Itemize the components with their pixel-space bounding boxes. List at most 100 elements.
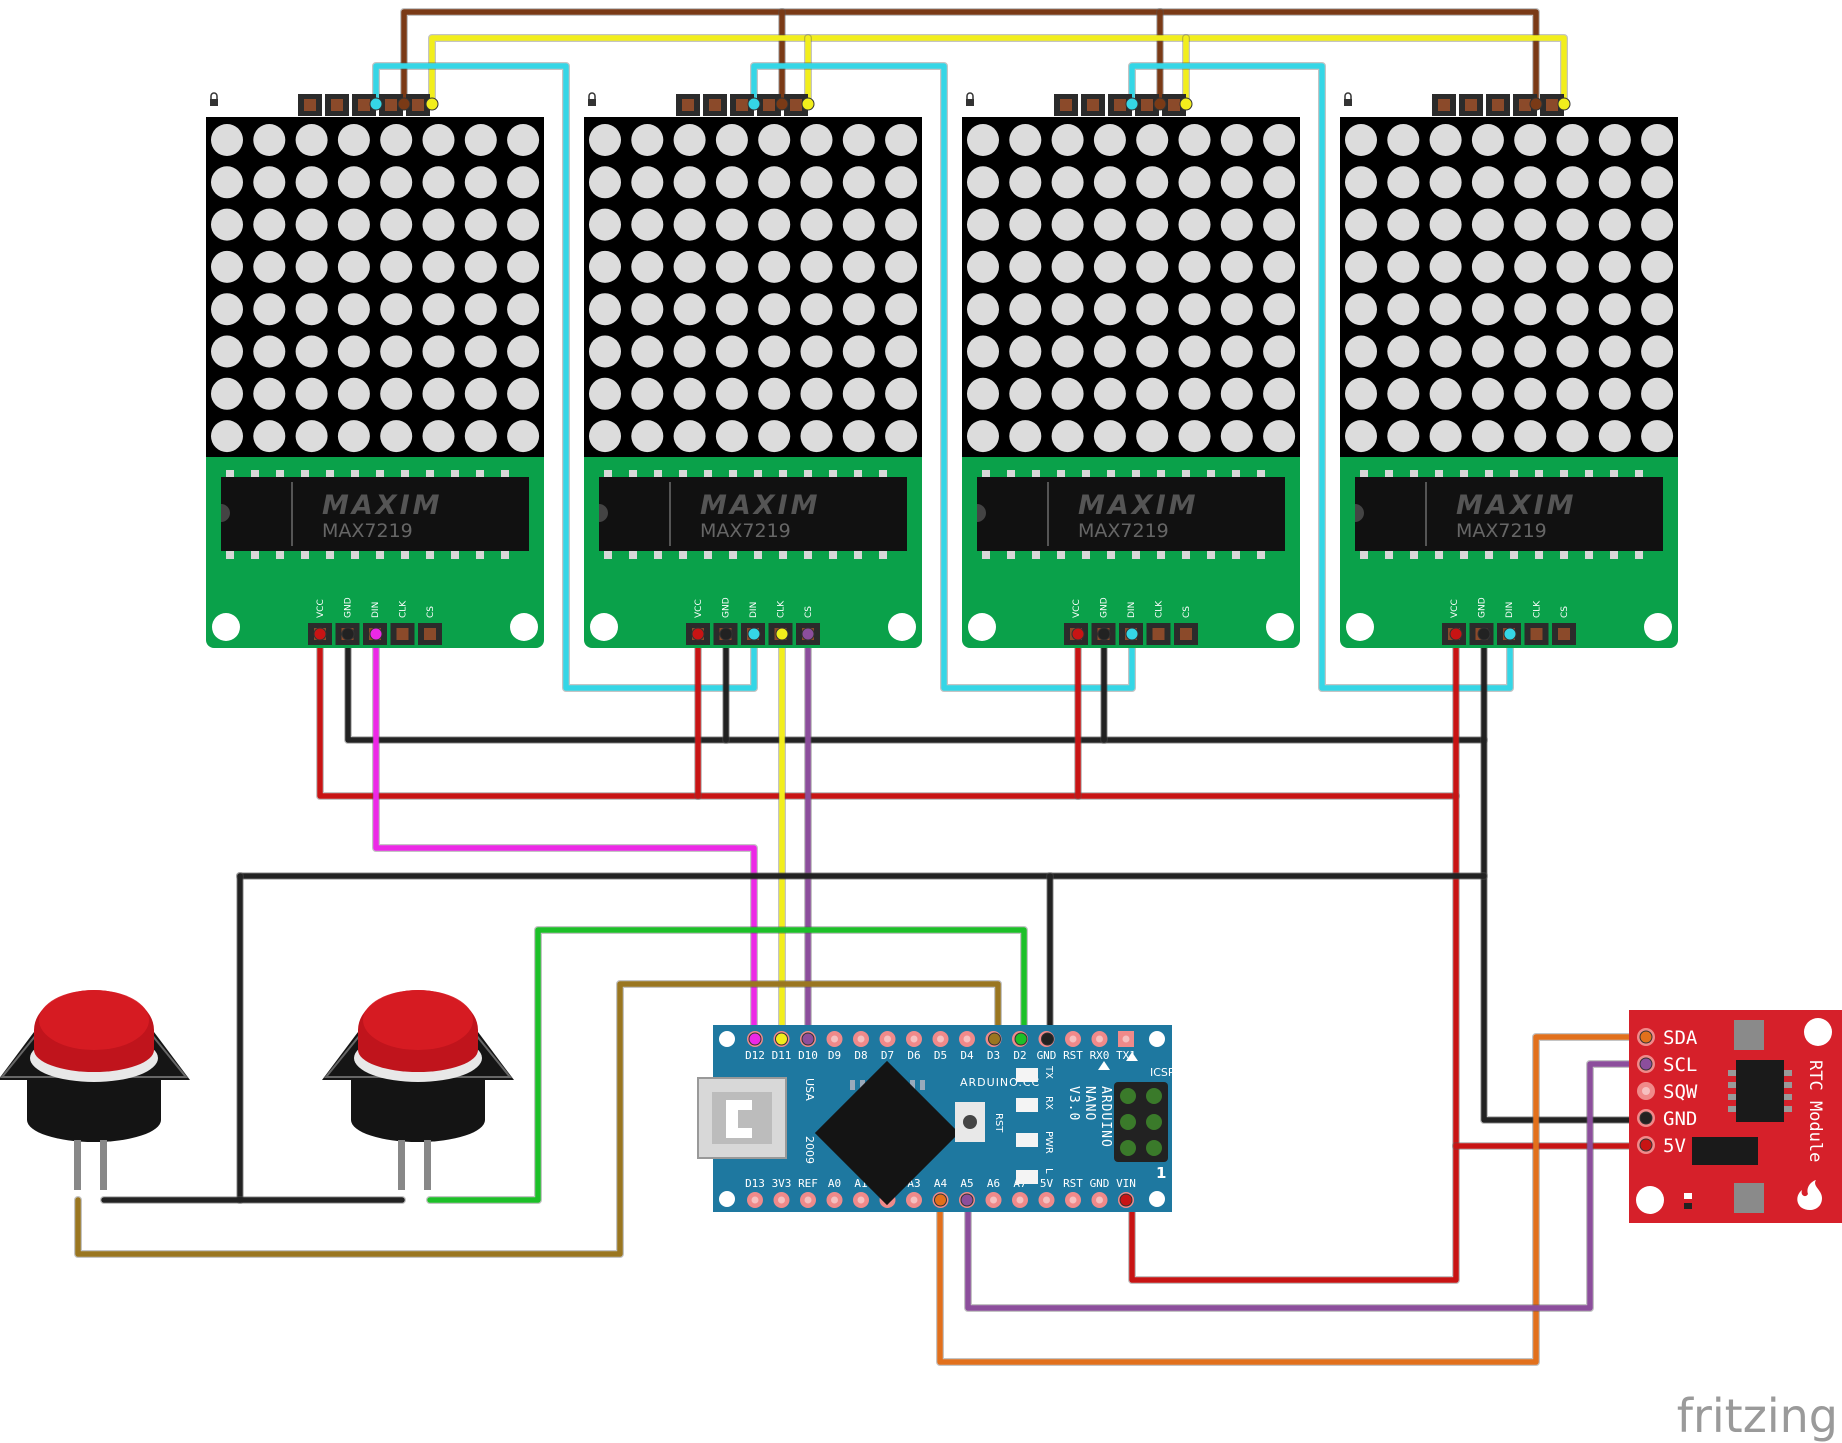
matrix-led (1471, 293, 1504, 326)
matrix-led (211, 124, 243, 156)
rtc-title: RTC Module (1805, 1060, 1825, 1162)
matrix-led (1009, 293, 1042, 326)
pin-label-clk: CLK (1155, 600, 1165, 618)
matrix-led (1556, 166, 1589, 199)
matrix-led (1051, 250, 1084, 283)
chip-leg (754, 551, 762, 559)
matrix-led (1136, 293, 1169, 326)
matrix-led (800, 377, 833, 410)
pin-connection (1503, 627, 1517, 641)
chip-leg (1207, 551, 1215, 559)
mount-hole (1346, 613, 1374, 641)
rtc-pin-label-sda: SDA (1663, 1027, 1698, 1049)
pin-label-gnd: GND (722, 597, 732, 618)
button-body (27, 1080, 161, 1142)
matrix-led (422, 420, 455, 453)
pin-connection (425, 97, 439, 111)
matrix-led (631, 293, 664, 326)
matrix-led (380, 293, 413, 326)
matrix-led (1514, 377, 1547, 410)
mcu-leg (910, 1080, 915, 1090)
matrix-led (1429, 208, 1462, 241)
matrix-led (1387, 420, 1420, 453)
pin-label-gnd: GND (1478, 597, 1488, 618)
matrix-led (337, 420, 370, 453)
matrix-led (422, 335, 455, 368)
max7219-chip (977, 477, 1285, 551)
nano-bottom-label-d13: D13 (745, 1177, 765, 1190)
matrix-led (885, 293, 918, 326)
nano-pin-hole (990, 1196, 997, 1204)
matrix-led (673, 377, 706, 410)
matrix-led (631, 335, 664, 368)
pin-connection (801, 1032, 815, 1046)
nano-top-label-gnd: GND (1037, 1049, 1057, 1062)
rtc-chip-leg (1782, 1094, 1792, 1100)
matrix-led (673, 293, 706, 326)
wire-gnd-rtc-shadow (1480, 628, 1644, 1124)
nano-bottom-label-5v: 5V (1040, 1177, 1054, 1190)
matrix-led (673, 166, 706, 199)
chip-leg (1257, 551, 1265, 559)
button-leg (74, 1140, 81, 1190)
matrix-led (1051, 124, 1084, 156)
chip-leg (1460, 470, 1468, 478)
chip-leg (1157, 470, 1165, 478)
chip-leg (476, 470, 484, 478)
matrix-led (1514, 124, 1547, 156)
matrix-led (1093, 166, 1126, 199)
mcu-leg (920, 1080, 925, 1090)
matrix-led (673, 208, 706, 241)
matrix-led (631, 208, 664, 241)
pin-label-clk: CLK (777, 600, 787, 618)
chip-leg (1007, 551, 1015, 559)
matrix-led (1263, 377, 1296, 410)
matrix-led (1429, 166, 1462, 199)
matrix-led (631, 166, 664, 199)
matrix-led (715, 166, 748, 199)
nano-top-label-d5: D5 (934, 1049, 947, 1062)
matrix-led (715, 420, 748, 453)
wires-top-layer (313, 97, 1653, 1207)
chip-leg (704, 470, 712, 478)
chip-leg (226, 551, 234, 559)
matrix-led (1263, 124, 1296, 156)
matrix-led (380, 377, 413, 410)
icsp-pin (1146, 1140, 1162, 1156)
matrix-led (1598, 208, 1631, 241)
matrix-led (715, 335, 748, 368)
rtc-pin-label-sqw: SQW (1663, 1081, 1698, 1103)
mount-hole (1636, 1186, 1664, 1214)
nano-led (1016, 1098, 1038, 1112)
matrix-led (337, 377, 370, 410)
matrix-led (1556, 335, 1589, 368)
matrix-led (885, 335, 918, 368)
nano-pin-hole (857, 1035, 865, 1043)
led-matrix (1340, 117, 1678, 457)
matrix-led (1429, 293, 1462, 326)
lock-icon (966, 92, 974, 106)
matrix-led (1641, 335, 1674, 368)
chip-leg (401, 551, 409, 559)
chip-leg (1007, 470, 1015, 478)
chip-leg (779, 470, 787, 478)
matrix-led (1556, 293, 1589, 326)
board-text-2: V3.0 (1066, 1086, 1081, 1121)
matrix-led (967, 293, 999, 326)
matrix-led (1009, 377, 1042, 410)
pin-label-clk: CLK (399, 600, 409, 618)
rtc-pin-label-gnd: GND (1663, 1108, 1697, 1130)
chip-leg (376, 470, 384, 478)
matrix-led (464, 166, 497, 199)
matrix-led (673, 335, 706, 368)
header-pin-pad (1060, 99, 1072, 111)
matrix-led (1598, 420, 1631, 453)
chip-leg (376, 551, 384, 559)
chip-leg (1635, 551, 1643, 559)
pin-label-din: DIN (1127, 602, 1137, 618)
chip-leg (1435, 551, 1443, 559)
header-pin-pad (1465, 99, 1477, 111)
crystal (1734, 1183, 1764, 1213)
chip-leg (1360, 551, 1368, 559)
